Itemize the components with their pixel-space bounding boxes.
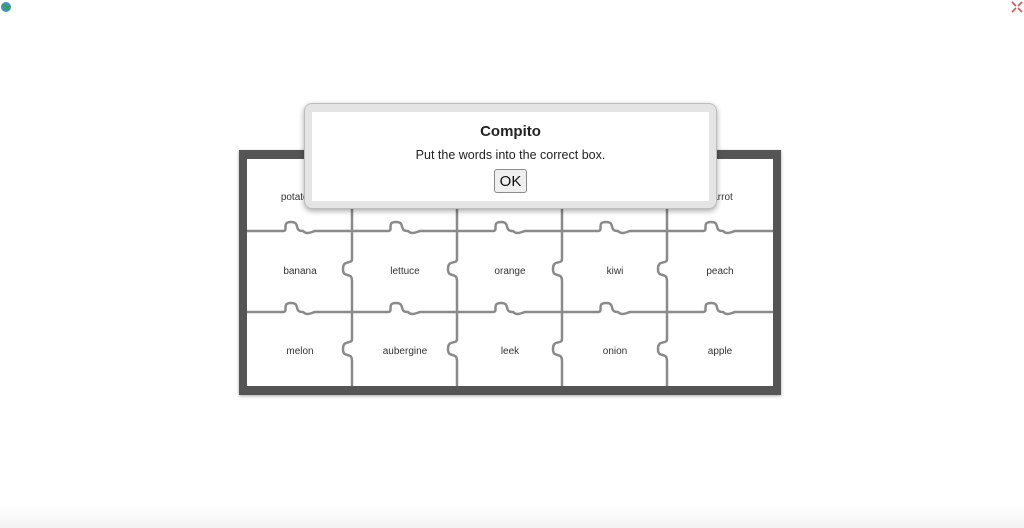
dialog-body: Compito Put the words into the correct b… bbox=[312, 112, 709, 201]
piece-word: leek bbox=[500, 345, 520, 357]
puzzle-piece[interactable]: orange bbox=[457, 231, 563, 311]
bottom-shade bbox=[0, 506, 1024, 528]
puzzle-piece[interactable]: potatoes bbox=[247, 159, 353, 235]
puzzle-piece[interactable]: lettuce bbox=[352, 231, 458, 311]
piece-word: carrot bbox=[707, 191, 733, 203]
globe-refresh-icon[interactable] bbox=[0, 0, 12, 12]
piece-word: peach bbox=[706, 265, 734, 277]
piece-word: kiwi bbox=[606, 265, 624, 277]
puzzle-piece[interactable]: apple bbox=[667, 312, 773, 390]
puzzle-piece[interactable]: kiwi bbox=[562, 231, 668, 311]
piece-edge-vertical bbox=[551, 159, 564, 386]
ok-button[interactable]: OK bbox=[494, 169, 527, 193]
piece-word: aubergine bbox=[382, 345, 428, 357]
piece-edge-vertical bbox=[446, 159, 459, 386]
piece-word: potatoes bbox=[280, 191, 320, 203]
puzzle-piece[interactable]: banana bbox=[247, 231, 353, 311]
piece-edge-horizontal bbox=[247, 220, 773, 235]
piece-word: apple bbox=[707, 345, 733, 357]
dialog-title: Compito bbox=[480, 123, 541, 140]
puzzle-board: potatoes carrot banana lettuce orange ki… bbox=[239, 150, 781, 395]
piece-edge-horizontal bbox=[247, 301, 773, 316]
puzzle-grid bbox=[247, 159, 773, 386]
puzzle-piece[interactable]: melon bbox=[247, 312, 353, 390]
puzzle-piece[interactable]: leek bbox=[457, 312, 563, 390]
puzzle-piece[interactable]: carrot bbox=[667, 159, 773, 235]
puzzle-piece[interactable]: onion bbox=[562, 312, 668, 390]
piece-word: melon bbox=[286, 345, 314, 357]
puzzle-piece[interactable]: aubergine bbox=[352, 312, 458, 390]
piece-word: onion bbox=[602, 345, 628, 357]
piece-edge-vertical bbox=[656, 159, 669, 386]
piece-word: orange bbox=[494, 265, 526, 277]
piece-word: banana bbox=[283, 265, 317, 277]
puzzle-piece[interactable]: peach bbox=[667, 231, 773, 311]
piece-word: lettuce bbox=[390, 265, 420, 277]
alert-dialog: Compito Put the words into the correct b… bbox=[304, 103, 717, 209]
fullscreen-icon[interactable] bbox=[1011, 0, 1023, 13]
piece-edge-vertical bbox=[341, 159, 354, 386]
dialog-message: Put the words into the correct box. bbox=[415, 148, 606, 162]
